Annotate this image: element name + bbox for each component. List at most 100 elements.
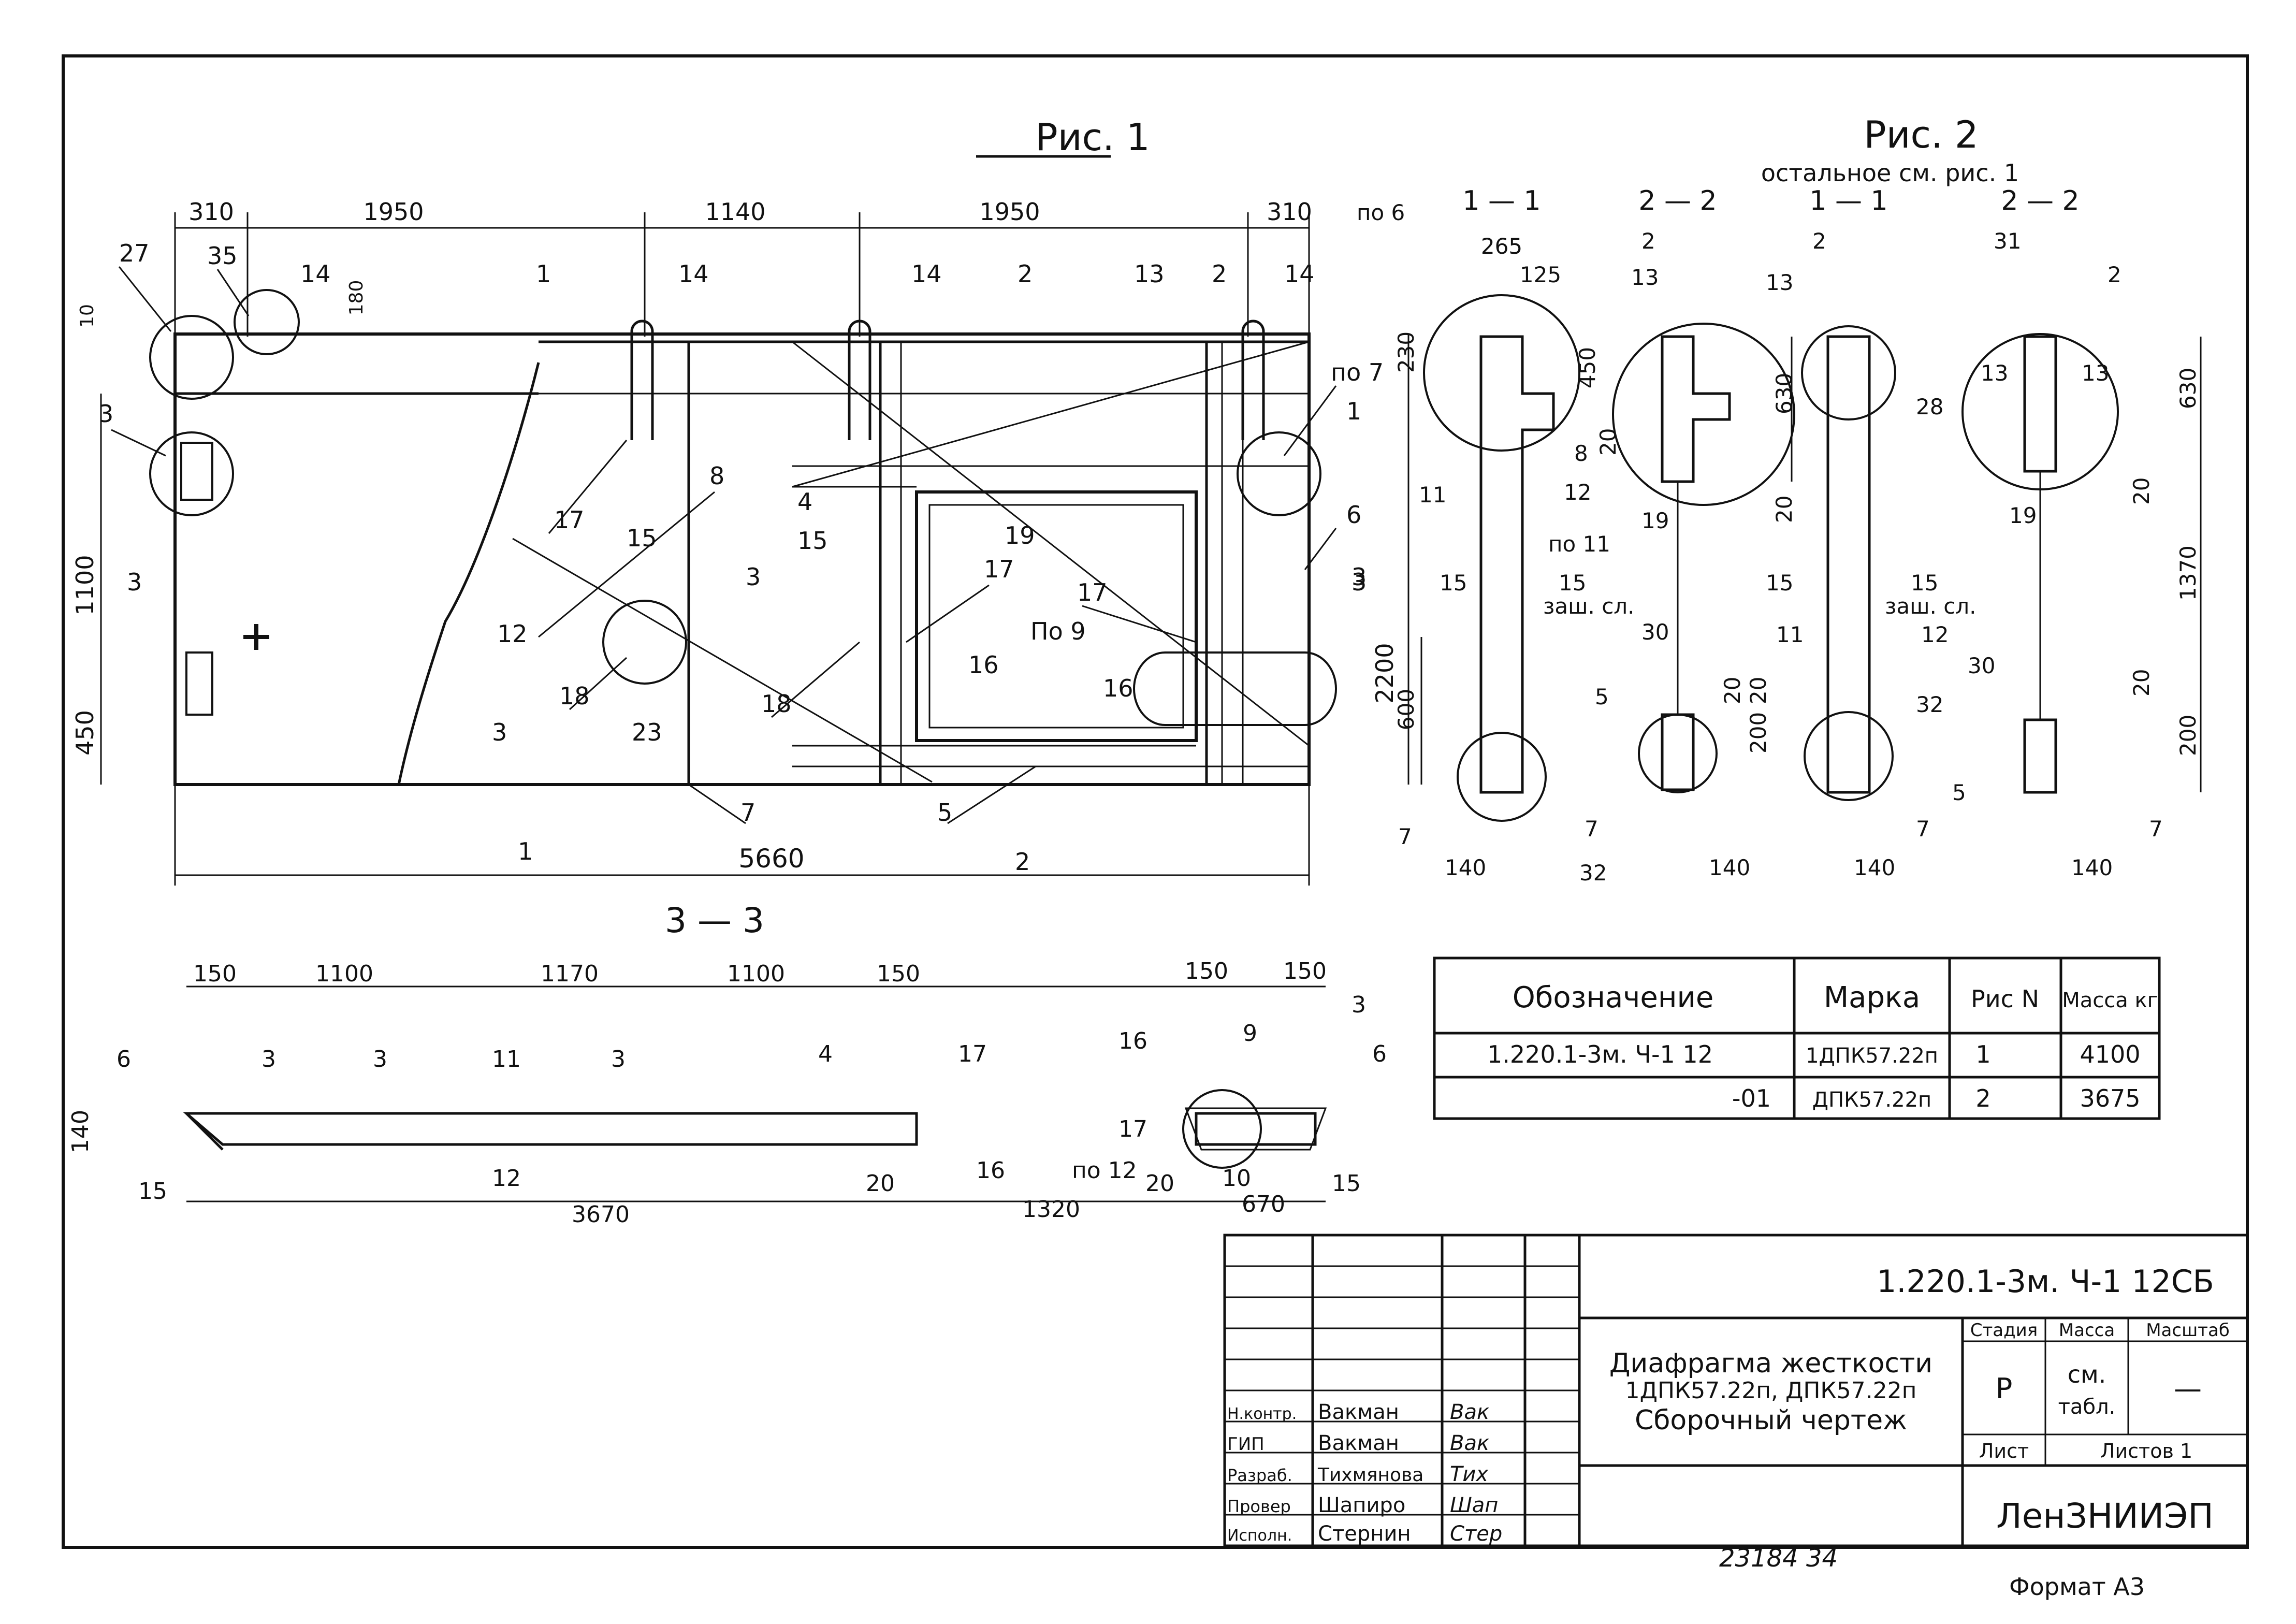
s22a-13a: 13 [1631,265,1659,290]
figure-2: Рис. 2 остальное см. рис. 1 1 — 1 2 — 2 … [1357,113,2202,886]
s22a-20: 20 [1595,428,1621,456]
s11b-11: 11 [1776,622,1804,647]
s33-callout-6b: 6 [1372,1041,1387,1067]
fig1-dim-10: 10 [77,304,98,328]
callout-3-mid: 3 [746,563,761,591]
mass-value-2: табл. [2058,1395,2116,1419]
mass-header: Масса [2059,1320,2115,1341]
fig1-dim-2200: 2200 [1371,643,1399,703]
callout-3-low: 3 [492,718,507,746]
s33-callout-po12: по 12 [1072,1157,1137,1184]
inventory-number: 23184 34 [1719,1544,1838,1573]
title-block: 1.220.1-3м. Ч-1 12СБ Диафрагма жесткости… [1223,1234,2249,1547]
s33-callout-16b: 16 [1118,1028,1147,1054]
s22a-140: 140 [1709,855,1750,880]
section-1-1-b-title: 1 — 1 [1809,185,1887,216]
staff-name-ispoln: Стернин [1318,1522,1411,1546]
cut-1-bottom: 1 [518,837,533,865]
fig1-dim-5660: 5660 [738,844,804,874]
callout-23: 23 [632,718,662,746]
organization: ЛенЗНИИЭП [1996,1496,2214,1536]
stage-value: Р [1996,1372,2013,1405]
s11b-2: 2 [1812,228,1826,254]
fig1-dim-1950-right: 1950 [979,198,1040,226]
sheets-label: Листов 1 [2100,1440,2192,1462]
s22b-20: 20 [2129,477,2154,505]
s22a-13b: 13 [1766,270,1793,295]
fig2-note: остальное см. рис. 1 [1761,159,2019,187]
fig1-dim-1140: 1140 [705,198,765,226]
section-2-2-b-top [2023,335,2057,473]
staff-sign-ispoln: Стер [1450,1522,1502,1546]
callout-15a: 15 [627,524,657,552]
s33-dim-1100b: 1100 [727,961,785,987]
s22b-7: 7 [2149,816,2163,842]
sheet-frame [62,54,2249,1549]
s22b-20b: 20 [2129,669,2154,697]
callout-14d: 14 [1284,260,1315,288]
s22b-13a: 13 [1981,360,2008,386]
spec-header-designation: Обозначение [1513,981,1714,1014]
staff-role-gip: ГИП [1227,1434,1265,1455]
section-33-title: 3 — 3 [665,901,764,940]
s33-dim-150d: 150 [1283,958,1327,984]
callout-16a: 16 [968,651,999,679]
s33-callout-10: 10 [1222,1165,1251,1192]
s11b-zash: заш. сл. [1885,593,1977,619]
callout-35: 35 [207,242,238,270]
s33-callout-3d: 3 [1352,992,1366,1018]
s11a-12: 12 [1564,480,1591,505]
s22b-2: 2 [2108,262,2121,287]
s22a-200: 200 [1746,712,1771,753]
callout-3-left: 3 [98,400,113,428]
callout-po9: По 9 [1030,617,1086,645]
fig1-dim-310-left: 310 [188,198,234,226]
section-2-2-a-bottom [1661,713,1695,791]
s22b-30: 30 [1968,653,1995,678]
s11b-28: 28 [1916,394,1943,419]
s33-callout-3a: 3 [261,1046,276,1072]
spec-row2-fig: 2 [1975,1084,1990,1112]
callout-16b: 16 [1103,674,1134,702]
spec-row2-mark: ДПК57.22п [1812,1088,1931,1112]
s33-dim-150b: 150 [877,961,920,987]
spec-row1-mass: 4100 [2080,1040,2140,1068]
spec-row1-mark: 1ДПК57.22п [1806,1044,1938,1068]
s11a-zash: заш. сл. [1543,593,1635,619]
s11a-po6: по 6 [1357,200,1405,225]
s22a-5: 5 [1595,684,1609,709]
section-1-1-a-title: 1 — 1 [1462,185,1541,216]
staff-sign-nkontr: Вак [1450,1400,1489,1424]
sheet-label: Лист [1979,1440,2029,1462]
fig1-dim-1950-left: 1950 [363,198,424,226]
staff-sign-gip: Вак [1450,1431,1489,1455]
section-2-2-b-bottom [2023,718,2057,794]
s11a-230: 230 [1393,331,1419,373]
s33-dim-1170: 1170 [541,961,599,987]
callout-17c: 17 [1077,578,1108,606]
doc-number: 1.220.1-3м. Ч-1 12СБ [1877,1264,2214,1300]
fig2-title: Рис. 2 [1864,113,1978,156]
s11a-15a: 15 [1440,570,1467,596]
s33-callout-11: 11 [492,1046,521,1072]
staff-role-ispoln: Исполн. [1227,1527,1292,1545]
s33-dim-20b: 20 [1145,1170,1174,1197]
s22b-19: 19 [2009,503,2037,528]
staff-role-nkontr: Н.контр. [1227,1405,1297,1423]
s33-callout-16a: 16 [976,1157,1005,1184]
s11b-140: 140 [1854,855,1895,880]
scale-value: — [2174,1372,2202,1405]
staff-sign-razrab: Тих [1450,1462,1488,1486]
s33-callout-6a: 6 [117,1046,131,1072]
s22b-5: 5 [1952,780,1966,805]
s11b-12: 12 [1921,622,1949,647]
callout-14b: 14 [678,260,709,288]
s11a-450: 450 [1575,347,1600,388]
s11a-7: 7 [1398,824,1412,849]
spec-header-fig: Рис N [1971,985,2039,1013]
s22b-13b: 13 [2082,360,2109,386]
callout-19: 19 [1005,521,1035,549]
staff-sign-prover: Шап [1450,1494,1498,1517]
s11b-15a: 15 [1766,570,1793,596]
